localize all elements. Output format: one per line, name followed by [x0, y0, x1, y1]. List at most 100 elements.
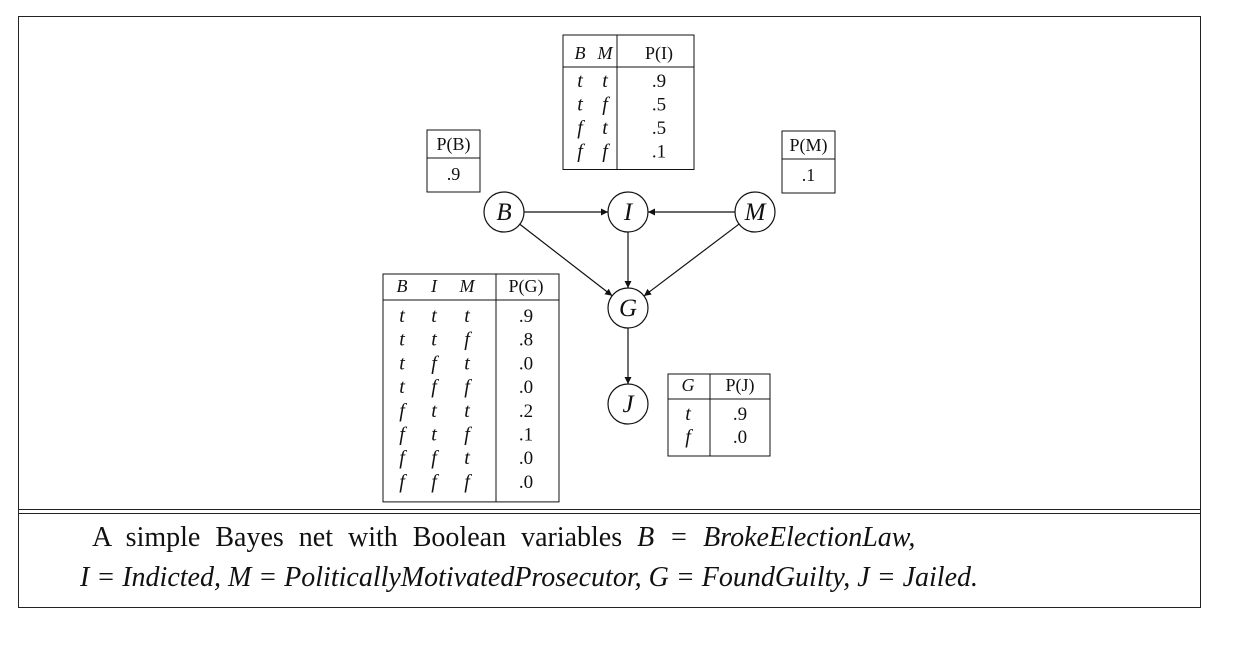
cpt-i-table-row-3-prob: .5 — [652, 118, 666, 139]
cpt-g-table-row-6-cell-3: f — [464, 424, 472, 446]
nodes-layer: B I M G J — [483, 191, 776, 425]
cpt-i-table-row-1-prob: .9 — [652, 71, 666, 92]
cpt-g-table-header-i: I — [430, 276, 438, 296]
cpt-g-table-row-1-cell-2: t — [431, 305, 437, 327]
cpt-g-table-row-3-prob: .0 — [519, 353, 533, 374]
node-i: I — [607, 191, 649, 233]
edge-m-to-g — [643, 223, 740, 297]
cpt-g-table-row-4-cell-1: t — [399, 376, 405, 398]
cpt-g-table-border — [382, 273, 560, 503]
cpt-g-table-row-4-prob: .0 — [519, 377, 533, 398]
cpt-j-table-row-2-prob: .0 — [733, 427, 747, 448]
cpt-g-table-header-b: B — [397, 276, 408, 296]
cpt-g-table-row-1-cell-1: t — [399, 305, 405, 327]
cpt-g-table-row-2-cell-3: f — [464, 329, 472, 351]
cpt-m-table: P(M) .1 — [781, 130, 836, 194]
cpt-j-table-header-g: G — [682, 375, 695, 395]
node-g-label: G — [619, 295, 637, 322]
cpt-g-table-row-7-cell-1: f — [399, 447, 407, 469]
cpt-g-table-row-5-prob: .2 — [519, 401, 533, 422]
node-i-circle — [607, 191, 649, 233]
node-j: J — [607, 383, 649, 425]
cpt-i-table-row-3-cell-1: f — [577, 117, 585, 139]
cpt-g-table-row-1-prob: .9 — [519, 306, 533, 327]
cpt-i-table-border — [562, 34, 695, 170]
node-g-circle — [607, 287, 649, 329]
cpt-g-table-row-3-cell-2: f — [431, 352, 439, 374]
node-j-label: J — [622, 391, 635, 418]
edges-layer — [519, 208, 740, 384]
cpt-g-table-row-2-cell-1: t — [399, 329, 405, 351]
cpt-j-table-prob-header: P(J) — [725, 375, 754, 396]
cpt-m-table-border — [781, 130, 836, 194]
cpt-i-table-row-2-cell-2: f — [602, 94, 610, 116]
node-m: M — [734, 191, 776, 233]
node-i-label: I — [623, 199, 634, 226]
caption-divider-top — [18, 509, 1201, 510]
cpt-g-table-row-7-cell-3: t — [464, 447, 470, 469]
cpt-g-table-row-4-cell-2: f — [431, 376, 439, 398]
cpt-i-table-row-4-cell-2: f — [602, 141, 610, 163]
cpt-i-table-row-4-prob: .1 — [652, 142, 666, 163]
cpt-b-table-value: .9 — [447, 164, 461, 184]
cpt-g-table-row-2-cell-2: t — [431, 329, 437, 351]
cpt-m-table-header: P(M) — [789, 135, 827, 156]
node-g: G — [607, 287, 649, 329]
cpt-i-table-header-m: M — [597, 43, 614, 63]
cpt-g-table-row-3-cell-1: t — [399, 352, 405, 374]
cpt-g-table-row-1-cell-3: t — [464, 305, 470, 327]
node-b-circle — [483, 191, 525, 233]
cpt-g-table-row-8-cell-3: f — [464, 471, 472, 493]
cpt-j-table-row-1-cell-1: t — [685, 403, 691, 425]
edge-b-to-g — [519, 223, 613, 297]
cpt-g-table-row-7-cell-2: f — [431, 447, 439, 469]
node-b-label: B — [496, 199, 511, 226]
figure-caption: A simple Bayes net with Boolean variable… — [18, 518, 1201, 606]
cpt-i-table-row-4-cell-1: f — [577, 141, 585, 163]
cpt-j-table: G P(J) t .9 f .0 — [667, 373, 771, 457]
node-m-label: M — [744, 199, 767, 226]
node-j-circle — [607, 383, 649, 425]
cpt-g-table-row-7-prob: .0 — [519, 448, 533, 469]
node-m-circle — [734, 191, 776, 233]
cpt-g-table-row-2-prob: .8 — [519, 330, 533, 351]
cpt-g-table-row-8-cell-1: f — [399, 471, 407, 493]
cpt-j-table-row-1-prob: .9 — [733, 404, 747, 425]
cpt-j-table-row-2-cell-1: f — [685, 426, 693, 448]
cpt-m-table-value: .1 — [802, 165, 816, 185]
cpt-i-table-header-b: B — [575, 43, 586, 63]
cpt-i-table-row-1-cell-1: t — [577, 70, 583, 92]
cpt-j-table-border — [667, 373, 771, 457]
cpt-i-table-row-2-prob: .5 — [652, 95, 666, 116]
cpt-g-table-row-5-cell-3: t — [464, 400, 470, 422]
caption-line-1-math: B = BrokeElectionLaw, — [637, 522, 916, 553]
figure-frame — [18, 16, 1201, 608]
caption-divider-bottom — [18, 513, 1201, 514]
cpt-g-table-row-6-prob: .1 — [519, 425, 533, 446]
cpt-g-table-row-4-cell-3: f — [464, 376, 472, 398]
cpt-i-table-row-3-cell-2: t — [602, 117, 608, 139]
cpt-g-table-row-6-cell-2: t — [431, 424, 437, 446]
caption-line-1-text: A simple Bayes net with Boolean variable… — [92, 522, 623, 553]
cpt-b-table-border — [426, 129, 481, 193]
cpt-b-table: P(B) .9 — [426, 129, 481, 193]
cpt-g-table-row-5-cell-1: f — [399, 400, 407, 422]
cpt-g-table-header-m: M — [459, 276, 476, 296]
cpt-g-table-row-8-prob: .0 — [519, 472, 533, 493]
caption-line-1: A simple Bayes net with Boolean variable… — [92, 522, 915, 554]
cpt-i-table-prob-header: P(I) — [645, 43, 673, 64]
cpt-g-table-row-5-cell-2: t — [431, 400, 437, 422]
caption-line-2: I = Indicted, M = PoliticallyMotivatedPr… — [80, 562, 979, 593]
cpt-g-table-row-8-cell-2: f — [431, 471, 439, 493]
node-b: B — [483, 191, 525, 233]
cpt-g-table-prob-header: P(G) — [509, 276, 544, 297]
cpt-b-table-header: P(B) — [436, 134, 470, 155]
cpt-g-table-row-6-cell-1: f — [399, 424, 407, 446]
cpt-g-table-row-3-cell-3: t — [464, 352, 470, 374]
cpt-i-table-row-2-cell-1: t — [577, 94, 583, 116]
cpt-i-table-row-1-cell-2: t — [602, 70, 608, 92]
